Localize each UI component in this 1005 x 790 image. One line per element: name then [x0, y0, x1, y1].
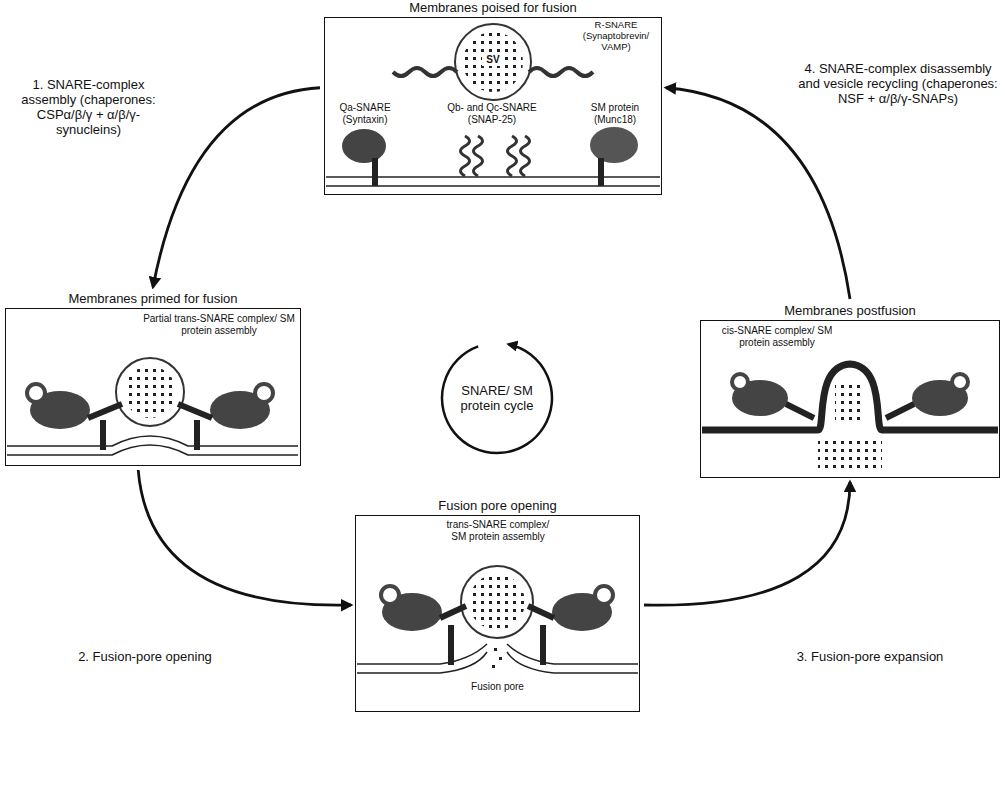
released-cargo — [818, 440, 882, 470]
cycle-arc — [442, 344, 552, 453]
sm-hook — [595, 586, 613, 604]
sm-hook — [381, 586, 399, 604]
munc18-anchor — [598, 158, 604, 186]
vesicle-cargo — [835, 380, 865, 420]
fused-membrane — [702, 364, 998, 430]
cargo-dot — [499, 657, 502, 660]
sm-hook — [732, 374, 748, 390]
snare-anchor — [194, 420, 200, 450]
part-label: R-SNARE (Synaptobrevin/ VAMP) — [574, 20, 658, 53]
stage-panel: Fusion pore opening — [355, 498, 640, 712]
r-snare-helix — [529, 68, 593, 76]
pore-illustration — [357, 566, 638, 673]
sm-hook — [27, 384, 45, 402]
panel-heading: Membranes poised for fusion — [324, 0, 662, 16]
part-label: Qa-SNARE (Syntaxin) — [326, 102, 404, 125]
snap25-helix — [521, 136, 530, 176]
postfusion-illustration — [702, 364, 998, 470]
syntaxin-anchor — [372, 158, 378, 186]
panel-heading: Fusion pore opening — [355, 498, 640, 514]
snare-anchor — [540, 625, 546, 665]
snare-anchor — [448, 625, 454, 665]
vesicle — [461, 566, 533, 638]
part-label: SM protein (Munc18) — [578, 102, 652, 125]
panel-heading: Membranes postfusion — [700, 303, 1000, 319]
cycle-circle: SNARE/ SM protein cycle — [437, 338, 557, 458]
snare-bundle — [88, 404, 122, 418]
snap25-helix — [508, 136, 517, 176]
munc18-blob — [590, 127, 638, 163]
cargo-dot — [494, 648, 497, 651]
membrane-line — [357, 644, 487, 664]
vesicle — [116, 358, 184, 426]
vesicle-cargo — [469, 574, 525, 630]
step-arrow — [138, 470, 351, 605]
snare-bundle — [440, 606, 466, 618]
cycle-text-wrap: SNARE/ SM protein cycle — [437, 338, 557, 458]
part-label: Qb- and Qc-SNARE (SNAP-25) — [440, 102, 544, 125]
cycle-label: SNARE/ SM protein cycle — [455, 383, 539, 413]
step-label: 3. Fusion-pore expansion — [770, 650, 970, 665]
membrane-line — [7, 445, 298, 455]
sm-hook — [255, 384, 273, 402]
cargo-dot — [492, 665, 495, 668]
step-arrow — [644, 482, 850, 605]
membrane-line — [507, 644, 638, 664]
part-label: cis-SNARE complex/ SM protein assembly — [720, 325, 834, 348]
part-label: SV — [482, 54, 504, 66]
r-snare-helix — [393, 68, 457, 76]
snare-bundle — [528, 606, 554, 618]
syntaxin-blob — [342, 129, 386, 163]
part-label: trans-SNARE complex/ SM protein assembly — [438, 519, 558, 542]
snare-bundle — [886, 404, 914, 418]
sm-hook — [952, 374, 968, 390]
membrane-line — [507, 652, 638, 673]
snare-anchor — [100, 420, 106, 450]
snap25-helix — [474, 136, 483, 176]
step-arrow — [153, 88, 320, 287]
part-label: Partial trans-SNARE complex/ SM protein … — [142, 313, 296, 336]
primed-illustration — [7, 358, 298, 455]
vesicle — [455, 24, 531, 100]
part-label: Fusion pore — [455, 681, 540, 693]
vesicle-cargo — [463, 32, 523, 92]
snare-bundle — [786, 404, 814, 418]
vesicle-cargo — [124, 366, 176, 418]
snap25-helix — [461, 136, 470, 176]
panel-heading: Membranes primed for fusion — [5, 291, 301, 307]
snare-bundle — [178, 404, 212, 418]
step-label: 2. Fusion-pore opening — [50, 650, 240, 665]
membrane-line — [357, 652, 487, 673]
step-arrow — [666, 88, 850, 299]
step-label: 1. SNARE-complex assembly (chaperones: C… — [6, 78, 171, 138]
step-label: 4. SNARE-complex disassembly and vesicle… — [798, 62, 998, 107]
